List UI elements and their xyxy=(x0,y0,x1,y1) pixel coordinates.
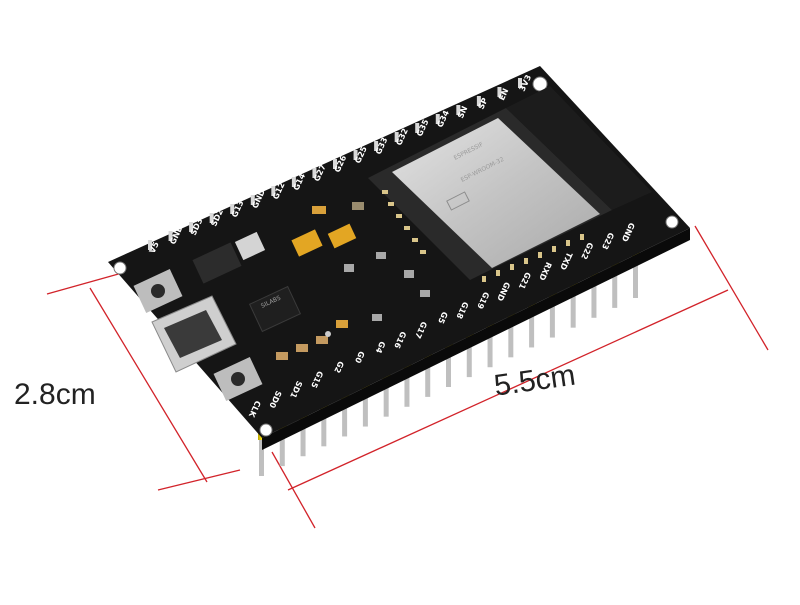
smd-component xyxy=(336,320,348,328)
pin-leg xyxy=(529,301,535,348)
smd-component xyxy=(420,290,430,297)
pin-leg xyxy=(342,390,348,437)
pin-leg xyxy=(321,400,327,447)
regulator-tab xyxy=(234,231,266,261)
top-header-pins xyxy=(148,78,522,250)
fcc-logo xyxy=(446,191,470,211)
mounting-hole xyxy=(113,261,127,275)
smd-component xyxy=(312,206,326,214)
tantalum-cap xyxy=(291,229,323,257)
pin-leg xyxy=(300,410,306,457)
smd-component xyxy=(404,270,414,278)
top-pin xyxy=(456,105,461,115)
pin-leg xyxy=(570,281,576,328)
smd-component xyxy=(376,252,386,259)
top-pin xyxy=(291,177,296,187)
rf-shield xyxy=(392,118,600,268)
smd-component xyxy=(344,264,354,272)
pin-leg xyxy=(466,331,472,378)
dimension-lines xyxy=(46,225,769,529)
dimension-height-label: 2.8cm xyxy=(14,378,96,411)
top-pin xyxy=(394,132,399,142)
pin-leg xyxy=(383,370,389,417)
pin-leg xyxy=(549,291,555,338)
top-pin xyxy=(271,186,276,196)
top-pin xyxy=(497,87,502,97)
top-pin xyxy=(476,96,481,106)
pin-leg xyxy=(446,341,451,387)
module-antenna-area xyxy=(506,86,652,210)
top-pin xyxy=(209,213,214,223)
tantalum-cap xyxy=(327,223,357,249)
top-pin xyxy=(168,231,173,241)
mounting-hole xyxy=(665,215,679,229)
smd-component xyxy=(352,202,364,210)
top-pin xyxy=(435,114,440,124)
top-pin xyxy=(353,150,358,160)
pin-leg xyxy=(362,380,368,427)
voltage-regulator xyxy=(192,242,242,284)
top-pin xyxy=(415,123,420,133)
top-pin xyxy=(230,204,235,214)
top-pin xyxy=(312,168,317,178)
top-pin xyxy=(518,78,522,88)
micro-usb-port xyxy=(151,295,237,373)
top-pin xyxy=(189,222,194,232)
pin-leg xyxy=(591,271,597,318)
pcb-edge xyxy=(262,228,690,450)
top-pin xyxy=(333,159,337,169)
top-pin xyxy=(148,240,152,250)
led-indicator xyxy=(325,331,331,337)
smd-component xyxy=(276,352,288,360)
esp32-module: ESPRESSIF ESP-WROOM-32 xyxy=(368,86,652,282)
pin-leg xyxy=(508,311,514,358)
smd-component xyxy=(296,344,308,352)
top-pin xyxy=(250,195,255,205)
components: SILABS xyxy=(192,202,430,360)
mounting-hole xyxy=(259,423,273,437)
pin-leg xyxy=(633,252,638,298)
reset-button xyxy=(213,356,263,402)
pin-leg xyxy=(487,321,493,368)
module-castellations xyxy=(382,190,584,282)
pin-leg xyxy=(279,420,285,467)
pin-leg xyxy=(259,430,264,476)
smd-component xyxy=(316,336,328,344)
pin-leg xyxy=(425,350,431,397)
boot-button xyxy=(133,268,183,314)
pin-leg xyxy=(612,261,618,308)
top-pin xyxy=(374,141,379,151)
smd-component xyxy=(372,314,382,321)
pin-leg xyxy=(404,360,410,407)
usb-uart-chip xyxy=(248,285,302,333)
